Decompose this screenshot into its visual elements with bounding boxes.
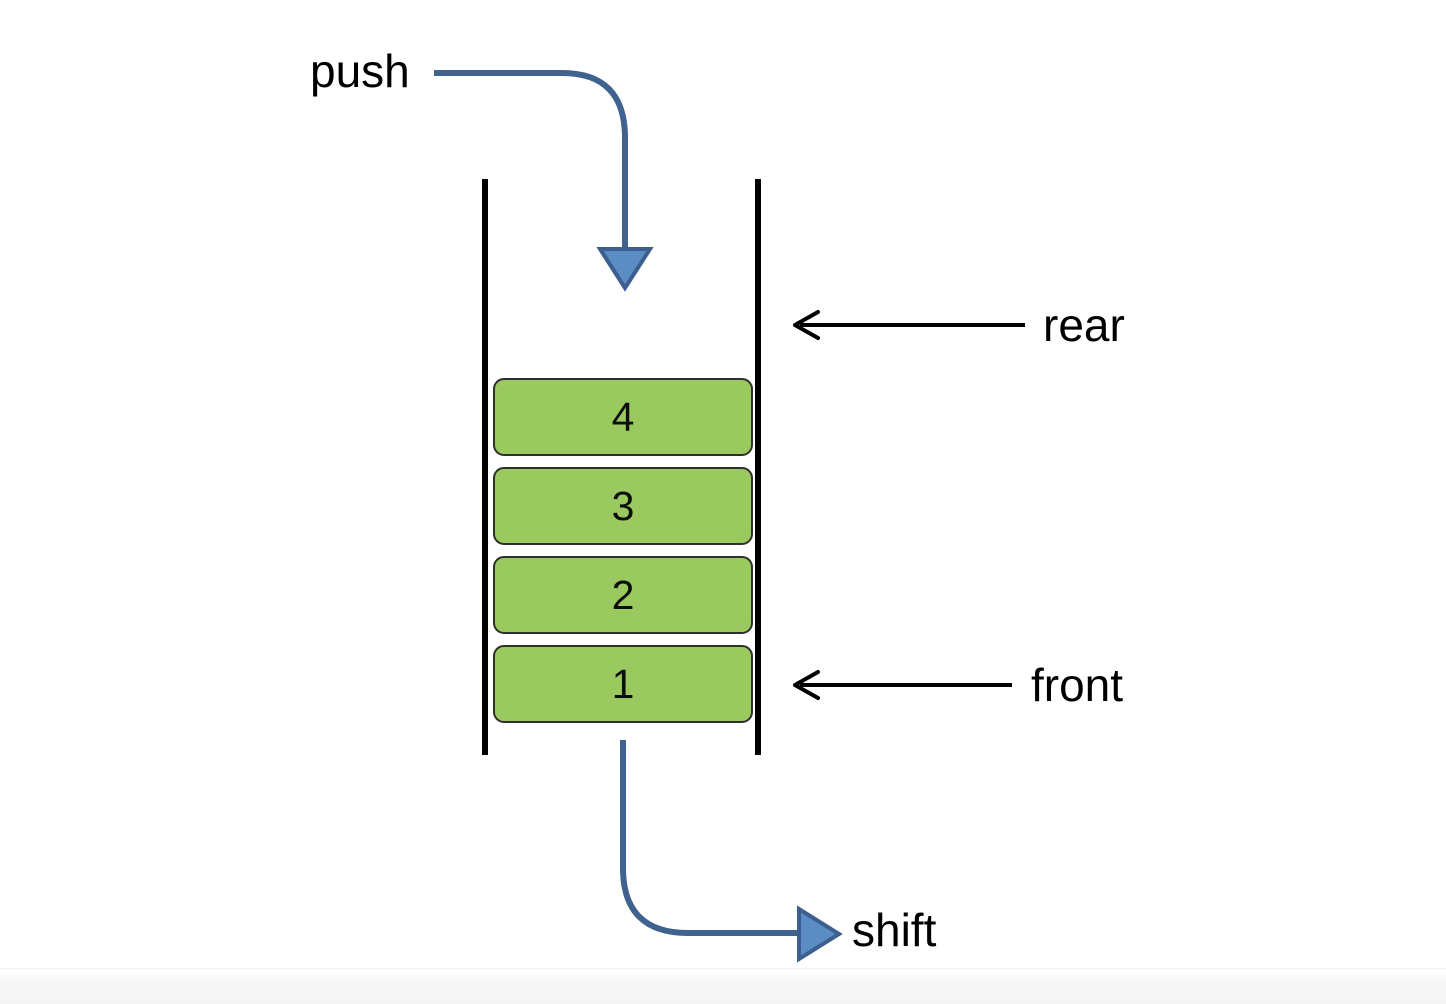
rear-label: rear xyxy=(1043,299,1125,351)
front-arrowhead-icon xyxy=(793,670,820,700)
rear-arrowhead-icon xyxy=(793,310,820,340)
push-arrow-line xyxy=(434,70,628,247)
shift-arrowhead-icon xyxy=(797,905,843,963)
shift-label: shift xyxy=(852,904,937,956)
shift-arrow-line xyxy=(620,740,801,936)
push-arrowhead-icon xyxy=(596,247,654,292)
queue-cell: 3 xyxy=(493,467,753,545)
queue-cell: 4 xyxy=(493,378,753,456)
front-label: front xyxy=(1031,659,1124,711)
page-bottom-edge xyxy=(0,968,1446,1004)
push-label: push xyxy=(310,45,410,97)
queue-cell: 2 xyxy=(493,556,753,634)
queue-cell: 1 xyxy=(493,645,753,723)
